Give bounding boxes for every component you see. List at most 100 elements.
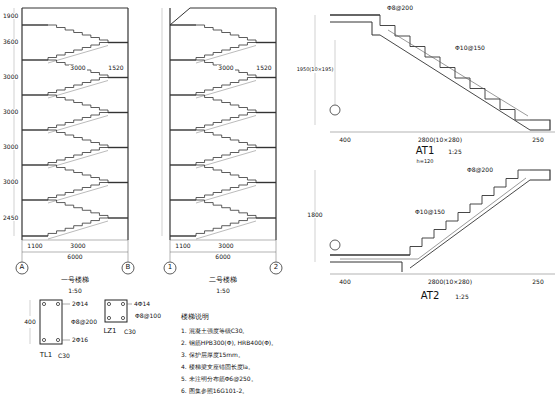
annotation-text: 3600	[2, 39, 19, 45]
axis-bubble	[16, 262, 28, 274]
wall-line	[169, 8, 170, 240]
landing-slab	[330, 254, 410, 255]
floor-slab	[170, 164, 196, 165]
stair-soffit	[380, 35, 530, 130]
dimension-line	[162, 8, 163, 236]
annotation-text: 2800(10×280)	[417, 137, 463, 143]
leader-line	[62, 340, 70, 341]
landing-slab	[108, 112, 128, 113]
column-section	[105, 300, 127, 322]
rebar-dot	[121, 302, 124, 305]
annotation-text: 2Φ14	[71, 301, 89, 307]
annotation-text: A	[19, 264, 26, 271]
dimension-line	[30, 300, 31, 316]
annotation-text: 4Φ14	[133, 301, 151, 307]
floor-slab	[22, 164, 48, 165]
floor-slab	[22, 94, 48, 95]
leader-line	[62, 304, 70, 305]
rebar-dot	[107, 302, 110, 305]
note-text: 1. 混凝土强度等级C30。	[180, 328, 249, 334]
landing-slab	[108, 182, 128, 183]
note-text: 6. 图集参照16G101-2。	[180, 388, 249, 394]
parapet-line	[22, 8, 128, 9]
landing-slab	[530, 170, 550, 180]
stair-flight	[48, 130, 108, 148]
annotation-text: B	[125, 264, 132, 271]
axis-bubble	[330, 240, 340, 250]
landing-slab	[256, 147, 276, 148]
stair-flight	[196, 165, 256, 183]
annotation-text: 250	[531, 279, 544, 285]
note-text: 3. 保护层厚度15mm。	[180, 352, 245, 358]
annotation-text: 1520	[107, 65, 124, 71]
stair-flight	[196, 43, 256, 61]
axis-line	[170, 240, 171, 262]
landing-slab	[256, 112, 276, 113]
stair-flight	[196, 148, 256, 166]
annotation-text: 一号楼梯	[60, 277, 90, 284]
stair-slab	[196, 221, 256, 239]
dimension-line	[22, 240, 128, 241]
annotation-text: AT2	[420, 291, 441, 302]
annotation-text: 1950(10×195)	[296, 67, 335, 72]
stair-flight	[196, 60, 256, 78]
annotation-text: 1	[167, 264, 173, 271]
annotation-text: 6000	[214, 254, 231, 260]
stair-soffit	[410, 180, 530, 268]
annotation-text: 3000	[69, 243, 86, 249]
annotation-text: 1100	[174, 243, 191, 249]
landing-slab	[108, 147, 128, 148]
stair-flight	[48, 165, 108, 183]
stair-flight	[48, 218, 108, 236]
stair-flight	[48, 25, 108, 43]
stair-slab	[196, 186, 256, 204]
floor-slab	[22, 59, 48, 60]
annotation-text: 二号楼梯	[208, 277, 238, 284]
annotation-text: 400	[338, 279, 351, 285]
floor-slab	[22, 24, 48, 25]
annotation-text: 2Φ16	[71, 337, 89, 343]
stair-slab	[196, 46, 256, 64]
stair-flight	[196, 130, 256, 148]
stair-slab	[48, 151, 108, 169]
landing-slab	[108, 77, 128, 78]
dimension-line	[330, 274, 555, 275]
beam-outline	[330, 22, 380, 35]
stair-flight	[48, 60, 108, 78]
leader-line	[127, 304, 132, 305]
floor-slab	[170, 59, 196, 60]
annotation-text: 2800(10×280)	[427, 279, 473, 285]
annotation-text: 1:50	[215, 288, 230, 294]
stair-flight	[196, 25, 256, 43]
rebar-dot	[107, 316, 110, 319]
floor-slab	[170, 94, 196, 95]
dimension-line	[170, 252, 276, 253]
dimension-line	[30, 328, 31, 344]
stair-flight	[48, 148, 108, 166]
landing-slab	[330, 14, 380, 15]
note-text: 5. 未注明分布筋Φ6@250。	[180, 376, 258, 382]
note-text: 4. 楼梯梁支座锚固长度la。	[180, 364, 255, 370]
annotation-text: 3000	[2, 109, 19, 115]
annotation-text: h=120	[416, 159, 435, 164]
annotation-text: Φ8@200	[70, 319, 98, 325]
stair-flight	[48, 78, 108, 96]
annotation-text: AT1	[415, 146, 436, 157]
stair-slab	[196, 116, 256, 134]
annotation-text: Φ8@100	[134, 313, 162, 319]
annotation-text: 1800	[306, 212, 323, 218]
floor-slab	[170, 24, 196, 25]
annotation-text: 3000	[217, 243, 234, 249]
floor-slab	[22, 235, 48, 236]
stair-flight	[48, 183, 108, 201]
annotation-text: Φ8@200	[466, 167, 494, 173]
annotation-text: 1:50	[67, 288, 82, 294]
annotation-text: 250	[531, 137, 544, 143]
stair-flight	[48, 113, 108, 131]
stair-slab	[196, 81, 256, 99]
floor-slab	[22, 129, 48, 130]
dimension-line	[22, 252, 128, 253]
rebar-dot	[42, 302, 45, 305]
dimension-line	[170, 240, 276, 241]
